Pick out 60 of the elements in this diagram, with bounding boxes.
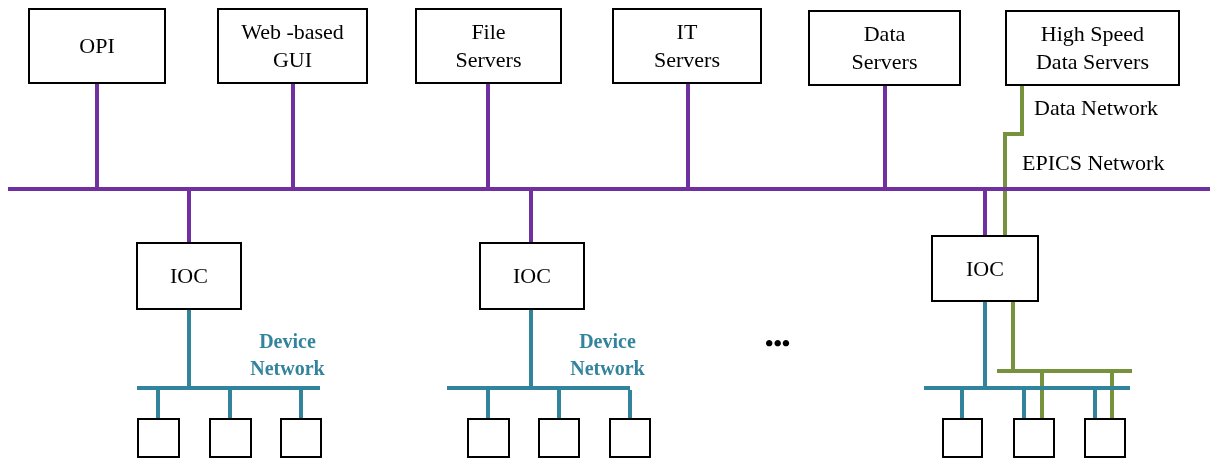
network-bus [924, 386, 1130, 390]
network-line [1093, 390, 1097, 418]
system-box [931, 235, 1039, 302]
network-line [960, 390, 964, 418]
device-box [942, 418, 983, 458]
network-bus [137, 386, 320, 390]
network-line [529, 191, 533, 242]
network-line [529, 310, 533, 386]
system-box [136, 242, 242, 310]
network-line [883, 86, 887, 187]
box-label: Data Servers [850, 20, 919, 76]
network-label: Device Network [249, 329, 326, 381]
box-label: Web -based GUI [240, 18, 345, 74]
device-box [1013, 418, 1055, 458]
network-line [187, 191, 191, 242]
device-box [467, 418, 510, 458]
network-line [95, 84, 99, 187]
system-box [808, 10, 961, 86]
network-line [486, 390, 490, 418]
network-line [628, 390, 632, 418]
box-label: IOC [170, 262, 208, 290]
device-box [538, 418, 580, 458]
system-box [217, 8, 368, 84]
device-box [137, 418, 180, 458]
network-line [1040, 373, 1044, 418]
system-box [1005, 10, 1180, 86]
network-line [686, 84, 690, 187]
box-label: IOC [966, 254, 1004, 283]
device-box [280, 418, 322, 458]
box-label: High Speed Data Servers [1035, 20, 1150, 76]
device-box [609, 418, 651, 458]
network-line [228, 390, 232, 418]
network-line [299, 390, 303, 418]
network-line [486, 84, 490, 187]
network-label: Device Network [569, 329, 646, 381]
network-line [1003, 86, 1024, 235]
network-line [1022, 390, 1026, 418]
system-box [28, 8, 166, 84]
network-label: EPICS Network [1022, 150, 1165, 176]
network-bus [997, 369, 1132, 373]
network-line [187, 310, 191, 386]
network-line [557, 390, 561, 418]
network-line [1011, 302, 1015, 369]
ellipsis-label: ••• [765, 330, 791, 357]
device-box [1084, 418, 1126, 458]
network-bus [8, 187, 1210, 191]
box-label: File Servers [454, 18, 523, 74]
network-bus [447, 386, 630, 390]
box-label: OPI [79, 32, 115, 60]
network-line [1110, 373, 1114, 418]
network-line [291, 84, 295, 187]
system-box [415, 8, 562, 84]
system-box [612, 8, 762, 84]
box-label: IT Servers [653, 18, 721, 74]
device-box [209, 418, 252, 458]
system-box [479, 242, 585, 310]
box-label: IOC [513, 262, 551, 290]
network-line [156, 390, 160, 418]
network-line [983, 302, 987, 386]
network-line [983, 191, 987, 235]
